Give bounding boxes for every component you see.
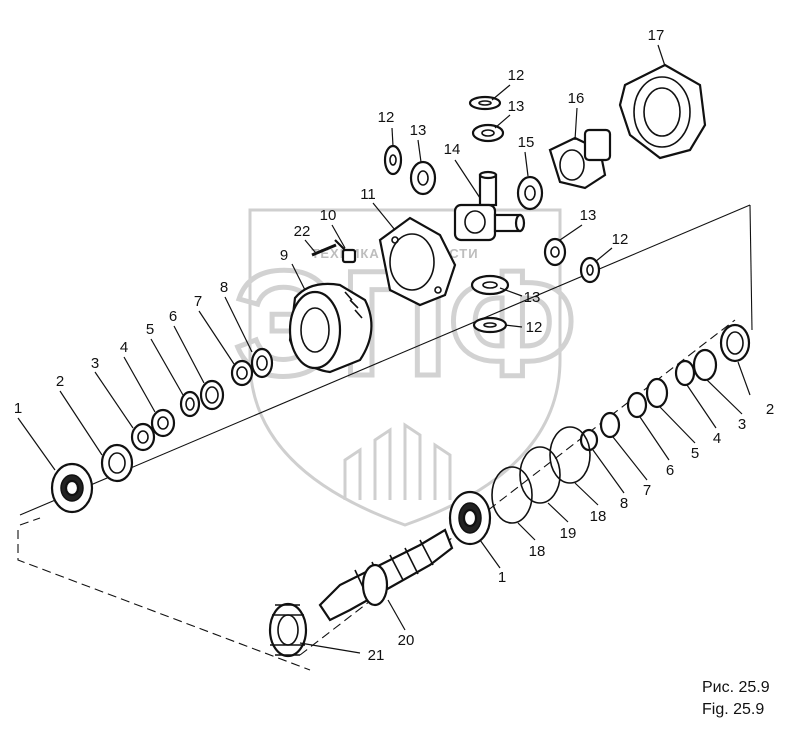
gear-21	[268, 602, 308, 658]
ring-4-left	[150, 408, 176, 438]
ring-18-right-upper	[549, 426, 591, 484]
ring-19	[519, 446, 561, 504]
figure-caption-ru: Рис. 25.9	[702, 679, 770, 696]
callout-4-right: 4	[713, 430, 721, 447]
ring-4-right	[674, 359, 696, 387]
callout-7-right: 7	[643, 482, 651, 499]
left-ring-stack	[50, 347, 274, 514]
callout-13-bottom: 13	[524, 289, 541, 306]
callout-13-right: 13	[580, 207, 597, 224]
callout-14: 14	[444, 141, 461, 158]
callout-12-bottom: 12	[526, 319, 543, 336]
callout-1-left: 1	[14, 400, 22, 417]
callout-5-right: 5	[691, 445, 699, 462]
callout-11: 11	[360, 186, 376, 203]
callout-22: 22	[294, 223, 311, 240]
ring-7-right	[599, 411, 621, 439]
ring-18-right-lower	[491, 466, 533, 524]
callout-9: 9	[280, 247, 288, 264]
leader-lines	[17, 44, 751, 654]
callout-8-left: 8	[220, 279, 228, 296]
callout-7-left: 7	[194, 293, 202, 310]
callout-18-upper: 18	[590, 508, 607, 525]
callout-12-right: 12	[612, 231, 629, 248]
callout-12-upper-left: 12	[378, 109, 395, 126]
figure-caption-en: Fig. 25.9	[702, 701, 765, 718]
callout-6-left: 6	[169, 308, 177, 325]
ring-3-right	[692, 348, 718, 382]
callout-2-right: 2	[766, 401, 774, 418]
right-ring-stack	[448, 323, 751, 546]
callout-21: 21	[368, 647, 385, 664]
callout-8-right: 8	[620, 495, 628, 512]
ring-2-left	[100, 443, 134, 483]
callout-20: 20	[398, 632, 415, 649]
callout-numbers: 1 2 3 4 5 6 7 8 9 10 11 22 12 13 14 12 1…	[14, 27, 774, 664]
callout-3-right: 3	[738, 416, 746, 433]
callout-18-lower: 18	[529, 543, 546, 560]
cross-14	[453, 170, 526, 242]
ring-5-right	[645, 377, 669, 409]
housing-17	[618, 63, 707, 160]
shaft-20	[318, 528, 454, 622]
ring-2-right	[719, 323, 751, 363]
ring-7-left	[230, 359, 254, 387]
ring-6-right	[626, 391, 648, 419]
callout-6-right: 6	[666, 462, 674, 479]
ring-6-left	[199, 379, 225, 411]
gear-9	[288, 282, 373, 374]
gear-16	[548, 128, 612, 190]
callout-13-upper-left: 13	[410, 122, 427, 139]
housing-11	[378, 216, 457, 307]
callout-10: 10	[320, 207, 337, 224]
callout-2-left: 2	[56, 373, 64, 390]
bearing-1-left	[50, 462, 94, 514]
callout-3-left: 3	[91, 355, 99, 372]
ring-5-left	[179, 390, 201, 418]
ring-8-left	[250, 347, 274, 379]
bolt-10	[334, 239, 357, 264]
callout-15: 15	[518, 134, 535, 151]
pin-22	[311, 243, 337, 257]
ring-3-left	[130, 422, 156, 452]
callout-16: 16	[568, 90, 585, 107]
bearing-1-right	[448, 490, 492, 546]
callout-17: 17	[648, 27, 665, 44]
callout-12-top: 12	[508, 67, 525, 84]
callout-4-left: 4	[120, 339, 128, 356]
callout-1-right: 1	[498, 569, 506, 586]
callout-13-top: 13	[508, 98, 525, 115]
callout-19: 19	[560, 525, 577, 542]
callout-5-left: 5	[146, 321, 154, 338]
